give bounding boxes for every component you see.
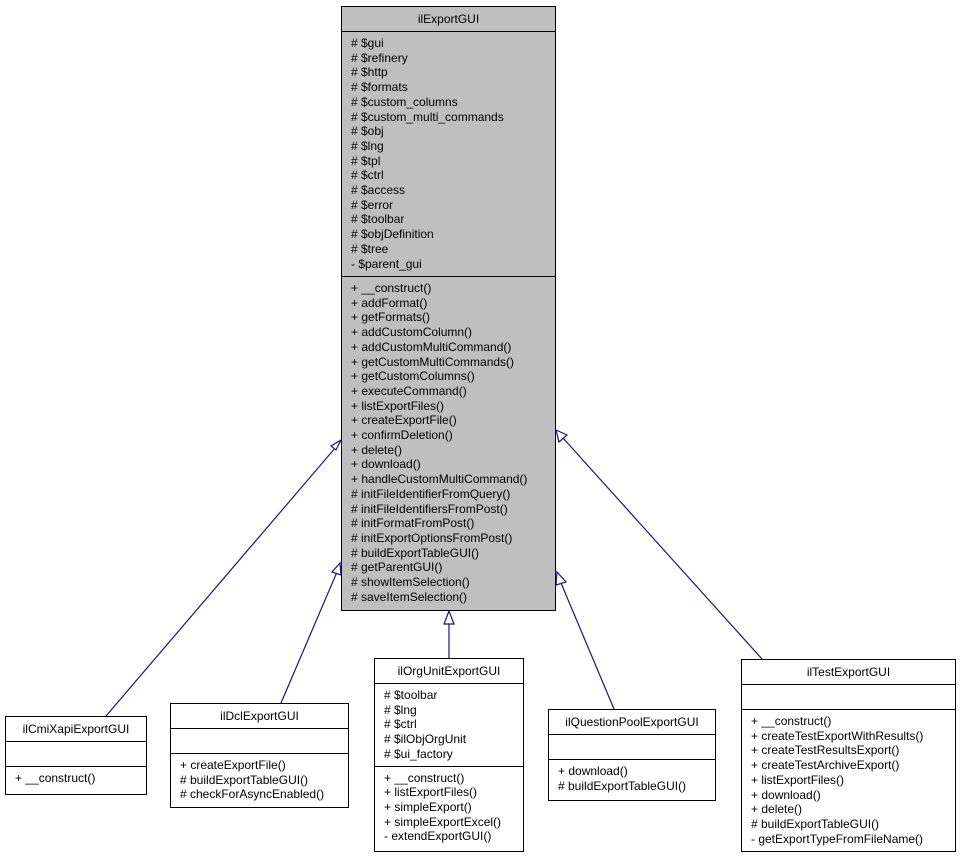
attribute-row: # $toolbar	[351, 212, 405, 227]
class-ilOrgUnitExportGUI[interactable]: ilOrgUnitExportGUI # $toolbar# $lng# $ct…	[374, 658, 524, 852]
attribute-row: # $ctrl	[351, 168, 384, 183]
method-row: # initFileIdentifiersFromPost()	[351, 501, 508, 516]
method-row: # buildExportTableGUI()	[558, 778, 687, 793]
method-row: + executeCommand()	[351, 383, 467, 398]
methods-section: + __construct()	[6, 766, 146, 790]
class-name: ilCmiXapiExportGUI	[6, 717, 146, 742]
method-row: + createExportFile()	[180, 758, 286, 772]
method-row: # checkForAsyncEnabled()	[180, 787, 325, 802]
attribute-row: # $ilObjOrgUnit	[384, 732, 467, 747]
attributes-section	[171, 729, 348, 753]
attributes-section: # $gui# $refinery# $http# $formats# $cus…	[342, 32, 555, 276]
attribute-row: # $tpl	[351, 153, 381, 168]
attribute-row: # $lng	[351, 138, 384, 153]
method-row: + simpleExport()	[384, 799, 472, 814]
attributes-section	[549, 735, 715, 759]
method-row: - extendExportGUI()	[384, 829, 492, 844]
edge-dcl	[280, 571, 338, 704]
method-row: + handleCustomMultiCommand()	[351, 472, 528, 487]
attribute-row: # $formats	[351, 80, 408, 95]
method-row: + __construct()	[351, 281, 432, 295]
attribute-row: - $parent_gui	[351, 256, 422, 271]
edge-cmixapi-arrow	[329, 438, 343, 451]
method-row: + download()	[351, 457, 421, 472]
method-row: + addCustomColumn()	[351, 325, 473, 340]
class-ilQuestionPoolExportGUI[interactable]: ilQuestionPoolExportGUI + download()# bu…	[548, 709, 716, 801]
attribute-row: # $access	[351, 183, 406, 198]
edge-test-arrow	[555, 428, 569, 444]
method-row: + listExportFiles()	[351, 398, 445, 413]
edge-cmixapi	[105, 446, 337, 717]
attribute-row: # $tree	[351, 241, 389, 256]
methods-section: + __construct()+ listExportFiles()+ simp…	[375, 765, 523, 849]
method-row: # showItemSelection()	[351, 575, 470, 590]
attribute-row: # $custom_multi_commands	[351, 109, 504, 124]
class-name: ilDclExportGUI	[171, 704, 348, 729]
attribute-row: # $gui	[351, 36, 384, 50]
attribute-row: # $custom_columns	[351, 94, 458, 109]
method-row: + addFormat()	[351, 295, 428, 310]
method-row: + __construct()	[15, 771, 96, 785]
method-row: + createTestResultsExport()	[751, 743, 900, 758]
attribute-row: # $refinery	[351, 50, 408, 65]
edge-questionpool	[560, 582, 615, 710]
method-row: + __construct()	[751, 714, 832, 728]
method-row: + createTestArchiveExport()	[751, 758, 900, 773]
edge-dcl-arrow	[330, 561, 342, 576]
class-ilTestExportGUI[interactable]: ilTestExportGUI + __construct()+ createT…	[741, 659, 956, 852]
edge-orgunit-arrow	[443, 609, 455, 625]
method-row: + getCustomMultiCommands()	[351, 354, 515, 369]
method-row: + listExportFiles()	[751, 772, 845, 787]
method-row: + delete()	[751, 802, 803, 817]
methods-section: + download()# buildExportTableGUI()	[549, 759, 715, 797]
methods-section: + __construct()+ createTestExportWithRes…	[742, 709, 955, 850]
attribute-row: # $objDefinition	[351, 227, 434, 242]
class-name: ilOrgUnitExportGUI	[375, 659, 523, 684]
method-row: # buildExportTableGUI()	[351, 545, 480, 560]
class-ilDclExportGUI[interactable]: ilDclExportGUI + createExportFile()# bui…	[170, 703, 349, 808]
method-row: + download()	[558, 764, 628, 778]
method-row: # getParentGUI()	[351, 560, 443, 575]
class-ilCmiXapiExportGUI[interactable]: ilCmiXapiExportGUI + __construct()	[5, 716, 147, 795]
method-row: + getCustomColumns()	[351, 369, 475, 384]
method-row: # saveItemSelection()	[351, 589, 468, 604]
attribute-row: # $error	[351, 197, 394, 212]
class-name: ilQuestionPoolExportGUI	[549, 710, 715, 735]
method-row: + simpleExportExcel()	[384, 814, 502, 829]
attributes-section: # $toolbar# $lng# $ctrl# $ilObjOrgUnit# …	[375, 684, 523, 766]
attribute-row: # $ui_factory	[384, 746, 453, 761]
method-row: + getFormats()	[351, 310, 431, 325]
methods-section: + __construct()+ addFormat()+ getFormats…	[342, 276, 555, 608]
method-row: - getExportTypeFromFileName()	[751, 831, 924, 846]
method-row: + delete()	[351, 442, 403, 457]
method-row: + createExportFile()	[351, 413, 457, 428]
attribute-row: # $ctrl	[384, 717, 417, 732]
method-row: + confirmDeletion()	[351, 428, 453, 443]
method-row: + download()	[751, 787, 821, 802]
method-row: # initFileIdentifierFromQuery()	[351, 486, 511, 501]
methods-section: + createExportFile()# buildExportTableGU…	[171, 753, 348, 806]
attributes-section	[6, 742, 146, 766]
edge-test	[562, 437, 763, 660]
method-row: # initFormatFromPost()	[351, 516, 475, 531]
class-ilExportGUI[interactable]: ilExportGUI # $gui# $refinery# $http# $f…	[341, 6, 556, 611]
attributes-section	[742, 685, 955, 709]
method-row: + __construct()	[384, 770, 465, 785]
method-row: + listExportFiles()	[384, 785, 478, 800]
class-name: ilExportGUI	[342, 7, 555, 32]
method-row: + createTestExportWithResults()	[751, 728, 924, 743]
attribute-row: # $obj	[351, 124, 384, 139]
edge-questionpool-arrow	[555, 570, 568, 586]
method-row: # buildExportTableGUI()	[180, 772, 309, 787]
attribute-row: # $lng	[384, 702, 417, 717]
class-name: ilTestExportGUI	[742, 660, 955, 685]
method-row: # buildExportTableGUI()	[751, 816, 880, 831]
attribute-row: # $http	[351, 65, 388, 80]
method-row: # initExportOptionsFromPost()	[351, 530, 513, 545]
method-row: + addCustomMultiCommand()	[351, 339, 512, 354]
attribute-row: # $toolbar	[384, 688, 438, 702]
